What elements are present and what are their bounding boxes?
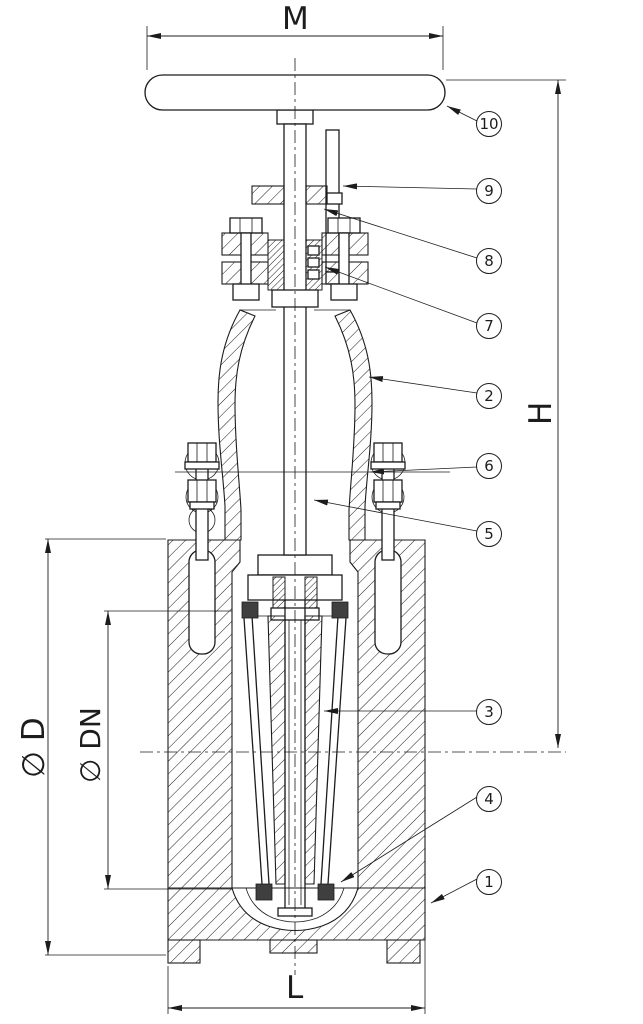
dim-label-L: L	[286, 970, 304, 1006]
callout-7: 7	[324, 266, 502, 339]
dim-label-D: ∅ D	[16, 717, 52, 778]
callout-8: 8	[323, 208, 502, 274]
callout-number: 4	[484, 790, 494, 808]
valve-body	[167, 539, 426, 964]
callout-number: 1	[484, 873, 494, 891]
callout-number: 7	[484, 317, 494, 335]
bonnet-bolt-left	[184, 442, 220, 561]
callout-2: 2	[368, 376, 502, 409]
bonnet-bolt-right	[370, 442, 406, 561]
dimension-DN: ∅ DN	[74, 610, 232, 890]
callout-number: 5	[484, 525, 494, 543]
callout-number: 9	[484, 182, 494, 200]
wedge	[243, 600, 347, 917]
dimension-M: M	[146, 1, 444, 70]
callout-number: 8	[484, 252, 494, 270]
callout-1: 1	[430, 869, 502, 904]
dim-label-M: M	[282, 1, 309, 37]
callout-number: 10	[479, 115, 498, 133]
callout-number: 3	[484, 703, 494, 721]
callout-10: 10	[446, 105, 502, 137]
callout-9: 9	[342, 178, 502, 204]
dimension-H: H	[446, 79, 566, 748]
seat-rings	[241, 601, 349, 901]
callout-number: 6	[484, 457, 494, 475]
callout-number: 2	[484, 387, 494, 405]
dimension-L: L	[167, 936, 426, 1014]
gland-flange	[251, 185, 343, 205]
dimension-D: ∅ D	[16, 538, 166, 956]
dim-label-H: H	[523, 402, 559, 425]
callout-6: 6	[369, 453, 502, 479]
stuffing-box-assembly	[221, 217, 369, 308]
dim-label-DN: ∅ DN	[74, 707, 107, 783]
callout-3: 3	[324, 699, 502, 725]
callout-4: 4	[340, 786, 502, 883]
callout-5: 5	[313, 499, 502, 547]
